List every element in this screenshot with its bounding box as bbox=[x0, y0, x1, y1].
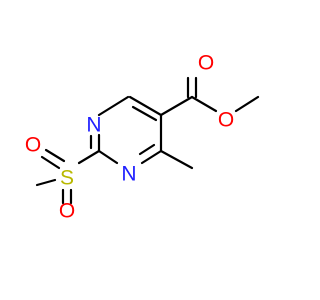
atom-o-sulfonyl-2: O bbox=[59, 200, 75, 223]
bond-n1-c6 bbox=[97, 95, 130, 117]
bond-c4-ch3 bbox=[159, 149, 194, 170]
bond-s-o1-b bbox=[44, 148, 66, 163]
bond-c-o-ester bbox=[190, 95, 218, 113]
bond-c6-c5 bbox=[128, 95, 163, 117]
bond-s-o1-a bbox=[40, 155, 61, 170]
molecule-structure: N N S O O O O bbox=[25, 52, 260, 223]
bonds bbox=[35, 76, 260, 205]
atom-o-ester: O bbox=[218, 109, 234, 132]
bond-s-ch3 bbox=[35, 178, 57, 187]
bond-o-ch3 bbox=[234, 95, 260, 113]
atom-o-carbonyl: O bbox=[198, 52, 214, 75]
bond-c5-ccarbonyl bbox=[159, 95, 194, 117]
atom-o-sulfonyl-1: O bbox=[25, 134, 41, 157]
atom-n3: N bbox=[121, 163, 136, 186]
bond-c6-c5-inner bbox=[131, 105, 158, 122]
bond-n3-c2 bbox=[97, 149, 119, 165]
bond-c4-n3 bbox=[140, 149, 163, 165]
atom-s: S bbox=[60, 167, 74, 190]
atom-n1: N bbox=[86, 114, 101, 137]
atom-labels: N N S O O O O bbox=[25, 52, 234, 223]
bond-c2-s bbox=[77, 149, 101, 165]
bond-c4-n3-inner bbox=[138, 143, 156, 156]
